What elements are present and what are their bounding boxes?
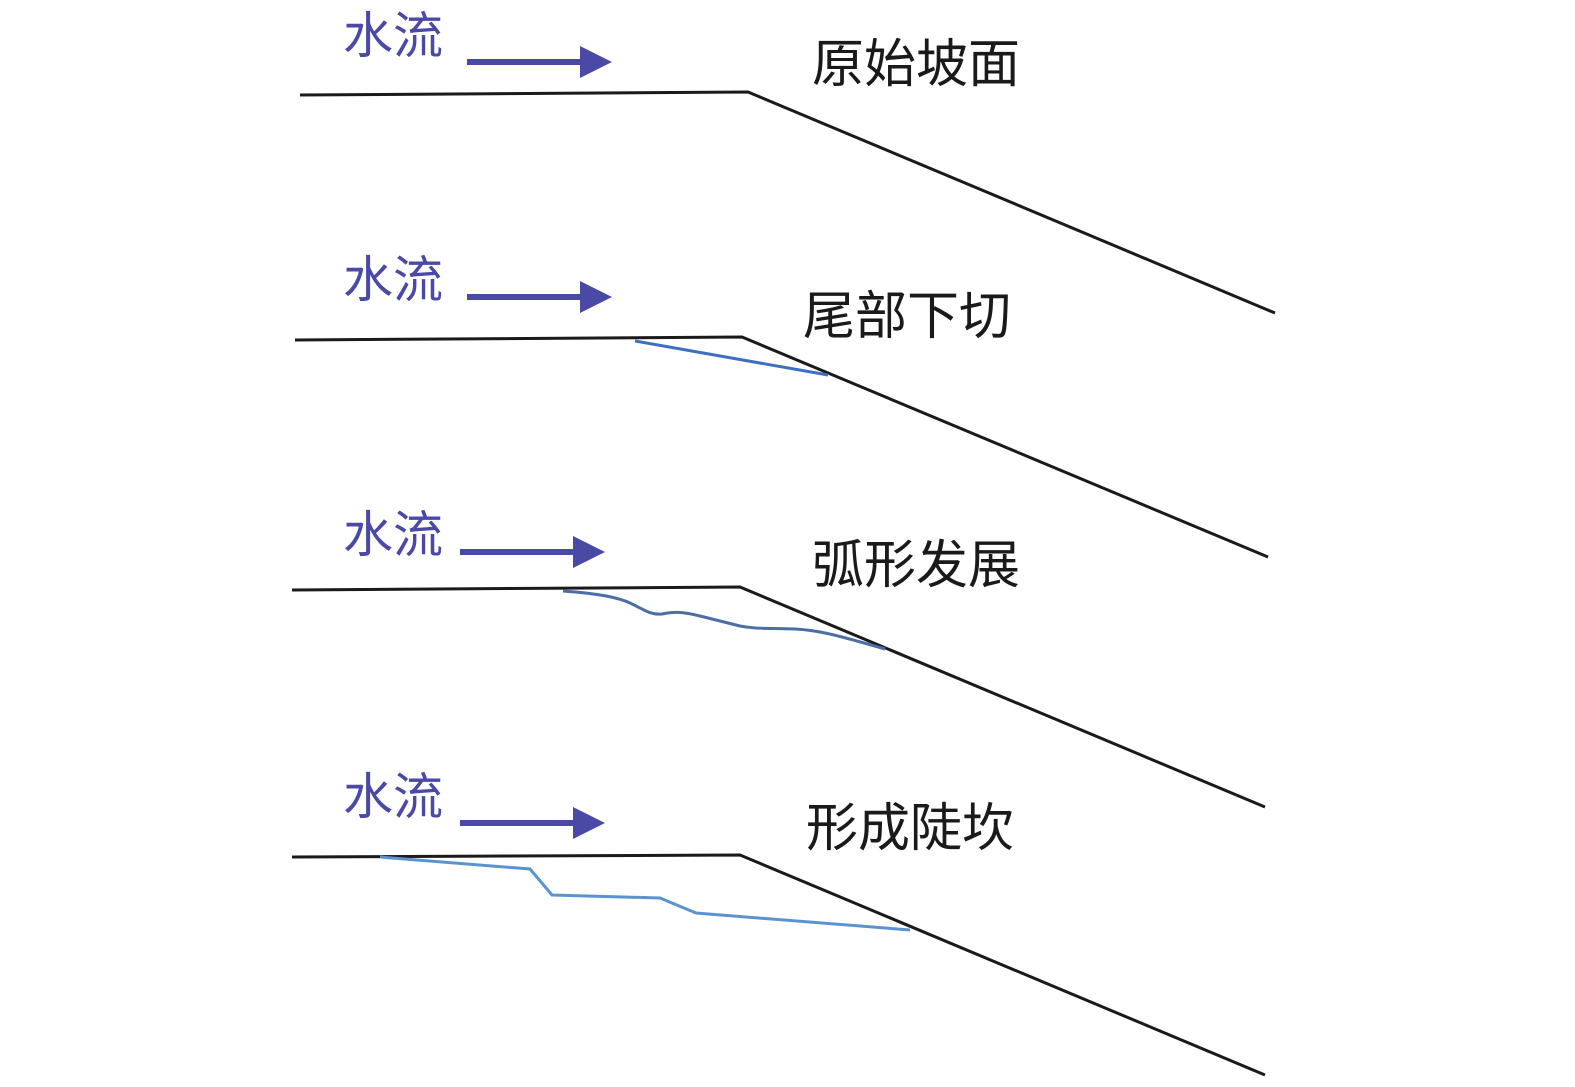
flow-arrow-icon <box>467 46 612 78</box>
slope-profile <box>294 335 1269 559</box>
stage-title: 弧形发展 <box>812 536 1020 596</box>
flow-label: 水流 <box>343 251 443 309</box>
stage-title: 原始坡面 <box>812 35 1020 95</box>
stage-title: 形成陡坎 <box>806 799 1014 859</box>
flow-label: 水流 <box>343 506 443 564</box>
stage-headcut-formed: 水流 形成陡坎 <box>291 768 1266 1077</box>
flow-arrow-icon <box>460 536 605 568</box>
stage-arc-development: 水流 弧形发展 <box>291 506 1266 809</box>
stage-title: 尾部下切 <box>803 287 1011 347</box>
flow-arrow-icon <box>467 281 612 313</box>
erosion-profile <box>562 589 886 651</box>
stage-tail-incision: 水流 尾部下切 <box>294 251 1269 559</box>
erosion-profile <box>634 339 829 377</box>
stage-original-slope: 水流 原始坡面 <box>299 7 1276 315</box>
flow-label: 水流 <box>343 7 443 65</box>
slope-profile <box>299 90 1276 315</box>
flow-label: 水流 <box>343 768 443 826</box>
flow-arrow-icon <box>460 807 605 839</box>
slope-profile <box>291 585 1266 809</box>
erosion-profile <box>379 855 911 932</box>
slope-profile <box>291 853 1266 1077</box>
